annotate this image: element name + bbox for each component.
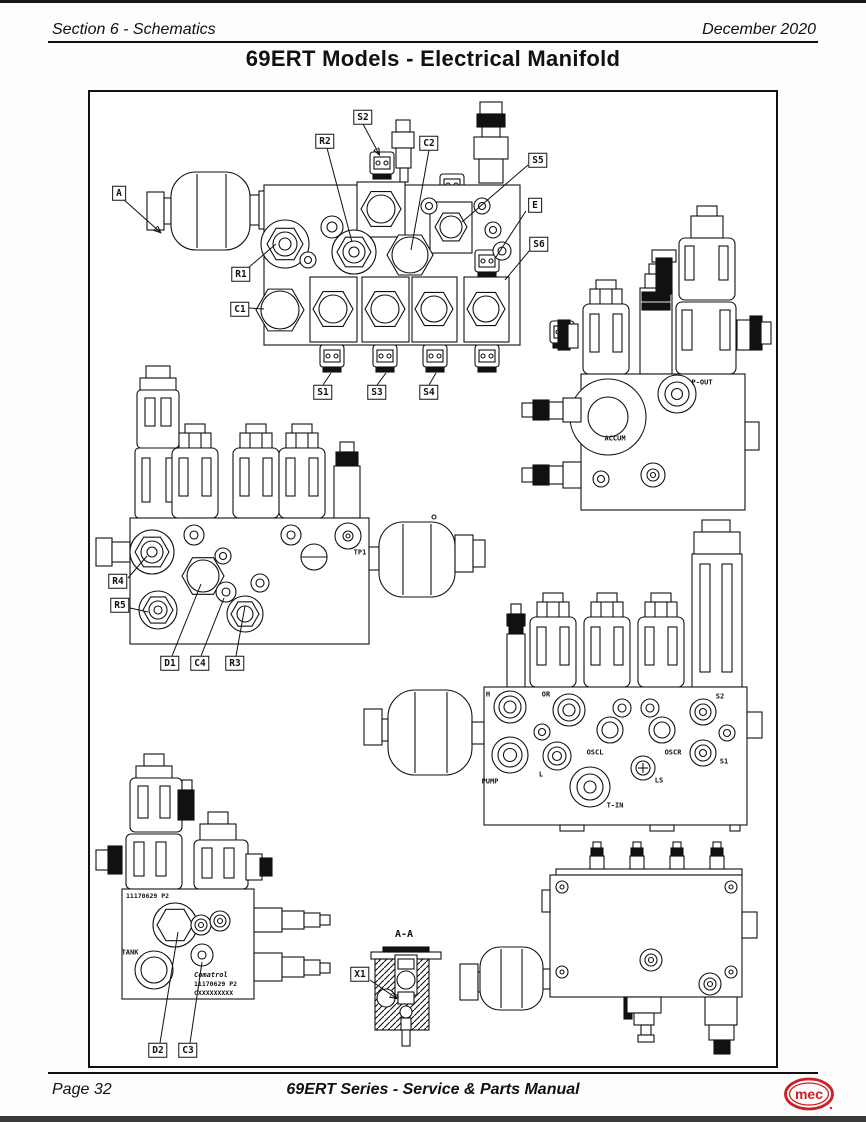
port-label-oscr: OSCR	[664, 748, 682, 757]
port-label-or: OR	[541, 690, 551, 699]
manifold-middle-right	[363, 519, 763, 832]
footer-page-number: Page 32	[52, 1081, 112, 1098]
section-view-aa	[369, 946, 442, 1047]
port-label-oscl: OSCL	[586, 748, 604, 757]
callout-C1: C1	[230, 301, 250, 317]
manifold-middle-left	[95, 365, 486, 657]
port-label-accum: ACCUM	[604, 434, 626, 443]
mec-logo-registered-dot	[829, 1106, 833, 1110]
callout-A: A	[112, 185, 126, 201]
brand-logo-text: Comatrol	[194, 971, 228, 979]
callout-S3: S3	[367, 384, 387, 400]
port-label-s1: S1	[719, 757, 729, 766]
scan-edge-top	[0, 0, 866, 3]
mec-logo-text: mec	[795, 1086, 823, 1102]
callout-R4: R4	[108, 573, 128, 589]
diagram-frame: A S2 R2 C2 S5 E S6 R1 C1 S1 S3 S4 R4 R5 …	[88, 90, 778, 1068]
callout-S2: S2	[353, 109, 373, 125]
header-section-title: Section 6 - Schematics	[52, 21, 216, 38]
callout-C2: C2	[419, 135, 439, 151]
manifold-bottom-left	[95, 753, 331, 1044]
manifold-top-right	[521, 205, 772, 511]
port-label-l: L	[538, 770, 544, 779]
callout-R3: R3	[225, 655, 245, 671]
callout-R2: R2	[315, 133, 335, 149]
page-title: 69ERT Models - Electrical Manifold	[245, 46, 621, 71]
header-rule	[48, 41, 818, 44]
port-label-pump: PUMP	[481, 777, 499, 786]
port-label-h: H	[485, 690, 491, 699]
port-label-t-in: T-IN	[606, 801, 624, 810]
callout-D2: D2	[148, 1042, 168, 1058]
mec-logo-outer-oval	[784, 1077, 834, 1111]
port-label-s2: S2	[715, 692, 725, 701]
port-label-ls: LS	[654, 776, 664, 785]
callout-X1: X1	[350, 966, 370, 982]
manifold-bottom-right	[459, 841, 758, 1055]
header-date: December 2020	[702, 21, 816, 38]
scan-edge-bottom	[0, 1116, 866, 1122]
port-label-p-out: P-OUT	[691, 378, 713, 387]
callout-E: E	[528, 197, 542, 213]
brand-marking-block: Comatrol 11170629 P2 CXXXXXXXXX	[194, 971, 237, 997]
callout-S4: S4	[419, 384, 439, 400]
callout-C4: C4	[190, 655, 210, 671]
brand-serial: CXXXXXXXXX	[194, 988, 234, 997]
callout-D1: D1	[160, 655, 180, 671]
port-label-tank: TANK	[121, 948, 139, 957]
mec-logo-inner-oval	[788, 1082, 830, 1106]
footer-rule	[48, 1072, 818, 1074]
callout-S6: S6	[529, 236, 549, 252]
callout-R1: R1	[231, 266, 251, 282]
callout-R5: R5	[110, 597, 130, 613]
port-label-tp1: TP1	[353, 548, 367, 557]
footer-manual-title: 69ERT Series - Service & Parts Manual	[286, 1081, 580, 1098]
brand-part-number: 11170629 P2	[194, 980, 238, 989]
mec-logo: mec	[784, 1077, 834, 1111]
manifold-line-art	[95, 101, 772, 1055]
part-number-top: 11170629 P2	[126, 892, 170, 900]
section-label-aa: A-A	[394, 929, 414, 940]
manifold-top-left	[122, 101, 575, 386]
callout-S5: S5	[528, 152, 548, 168]
callout-S1: S1	[313, 384, 333, 400]
callout-C3: C3	[178, 1042, 198, 1058]
